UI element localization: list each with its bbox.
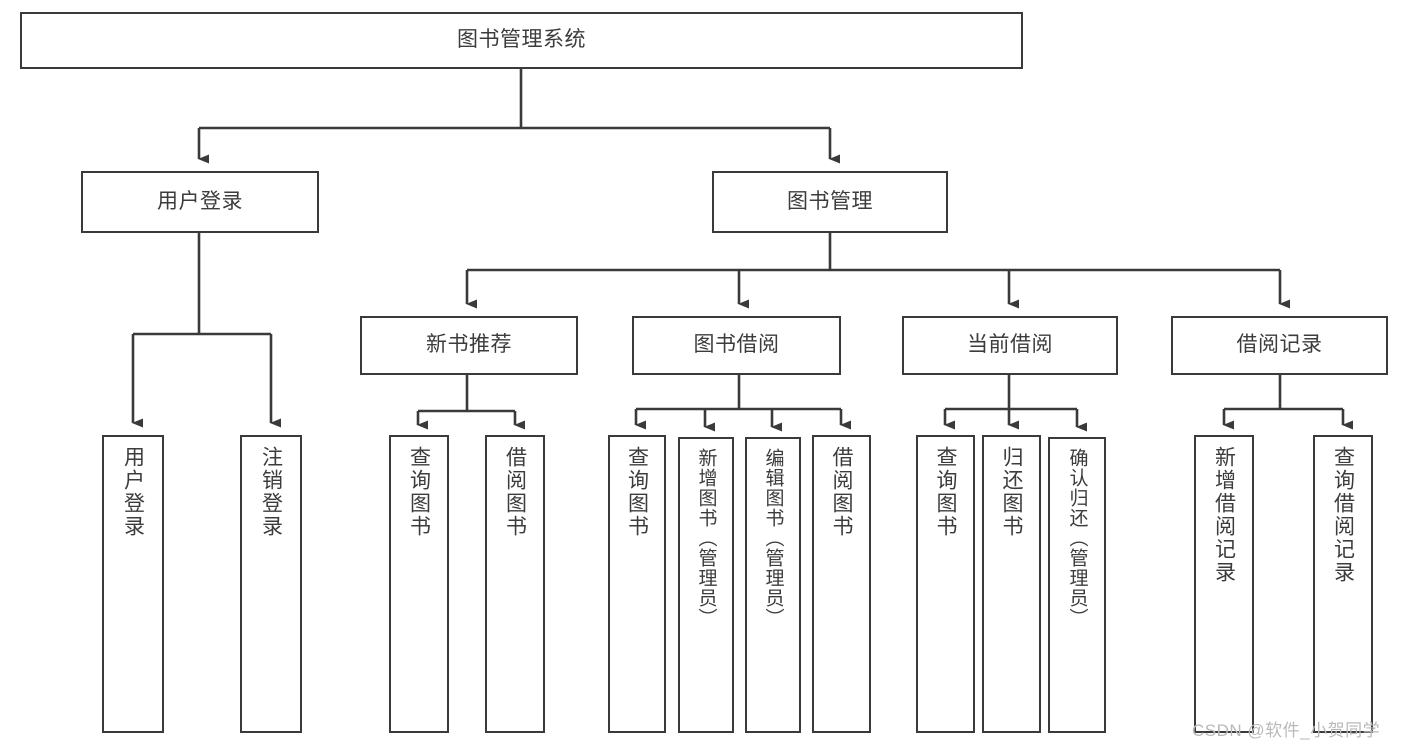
node-leaf-add-book-label: 新增图书（管理员） xyxy=(695,448,717,628)
node-leaf-query-book-1-label: 查询图书 xyxy=(407,446,431,538)
node-leaf-borrow-book-2[interactable]: 借阅图书 xyxy=(812,435,871,733)
node-leaf-add-record-label: 新增借阅记录 xyxy=(1212,446,1236,584)
node-leaf-add-record[interactable]: 新增借阅记录 xyxy=(1194,435,1254,733)
node-new-book-recommend[interactable]: 新书推荐 xyxy=(360,316,578,375)
node-book-borrow[interactable]: 图书借阅 xyxy=(632,316,841,375)
node-leaf-query-record-label: 查询借阅记录 xyxy=(1331,446,1355,584)
node-book-management[interactable]: 图书管理 xyxy=(712,171,948,233)
node-current-borrow[interactable]: 当前借阅 xyxy=(902,316,1118,375)
node-current-borrow-label: 当前借阅 xyxy=(967,333,1053,357)
node-leaf-user-login-label: 用户登录 xyxy=(121,446,145,538)
node-borrow-record-label: 借阅记录 xyxy=(1236,333,1323,357)
node-user-login-label: 用户登录 xyxy=(157,189,243,213)
node-leaf-query-book-1[interactable]: 查询图书 xyxy=(389,435,449,733)
node-leaf-add-book[interactable]: 新增图书（管理员） xyxy=(678,437,734,733)
node-leaf-borrow-book-1-label: 借阅图书 xyxy=(503,446,527,538)
node-leaf-edit-book[interactable]: 编辑图书（管理员） xyxy=(745,437,801,733)
node-leaf-borrow-book-1[interactable]: 借阅图书 xyxy=(485,435,545,733)
node-leaf-user-login[interactable]: 用户登录 xyxy=(102,435,164,733)
node-book-management-label: 图书管理 xyxy=(787,189,873,213)
node-book-borrow-label: 图书借阅 xyxy=(693,333,780,357)
node-leaf-return-book-label: 归还图书 xyxy=(1000,446,1023,538)
node-leaf-user-logout[interactable]: 注销登录 xyxy=(240,435,302,733)
node-new-book-recommend-label: 新书推荐 xyxy=(426,333,512,357)
node-leaf-query-book-2-label: 查询图书 xyxy=(625,446,649,538)
node-leaf-confirm-return[interactable]: 确认归还（管理员） xyxy=(1048,437,1106,733)
node-borrow-record[interactable]: 借阅记录 xyxy=(1171,316,1388,375)
node-leaf-borrow-book-2-label: 借阅图书 xyxy=(830,446,853,538)
node-leaf-edit-book-label: 编辑图书（管理员） xyxy=(762,448,784,628)
node-leaf-query-book-3-label: 查询图书 xyxy=(934,446,957,538)
watermark: CSDN @软件_小贺同学 xyxy=(1192,721,1381,740)
node-leaf-confirm-return-label: 确认归还（管理员） xyxy=(1066,448,1088,628)
node-leaf-return-book[interactable]: 归还图书 xyxy=(982,435,1041,733)
node-user-login[interactable]: 用户登录 xyxy=(81,171,319,233)
node-root[interactable]: 图书管理系统 xyxy=(20,12,1023,69)
node-leaf-query-book-3[interactable]: 查询图书 xyxy=(916,435,975,733)
node-leaf-user-logout-label: 注销登录 xyxy=(259,446,283,538)
node-root-label: 图书管理系统 xyxy=(457,28,586,52)
node-leaf-query-record[interactable]: 查询借阅记录 xyxy=(1313,435,1373,733)
node-leaf-query-book-2[interactable]: 查询图书 xyxy=(608,435,666,733)
